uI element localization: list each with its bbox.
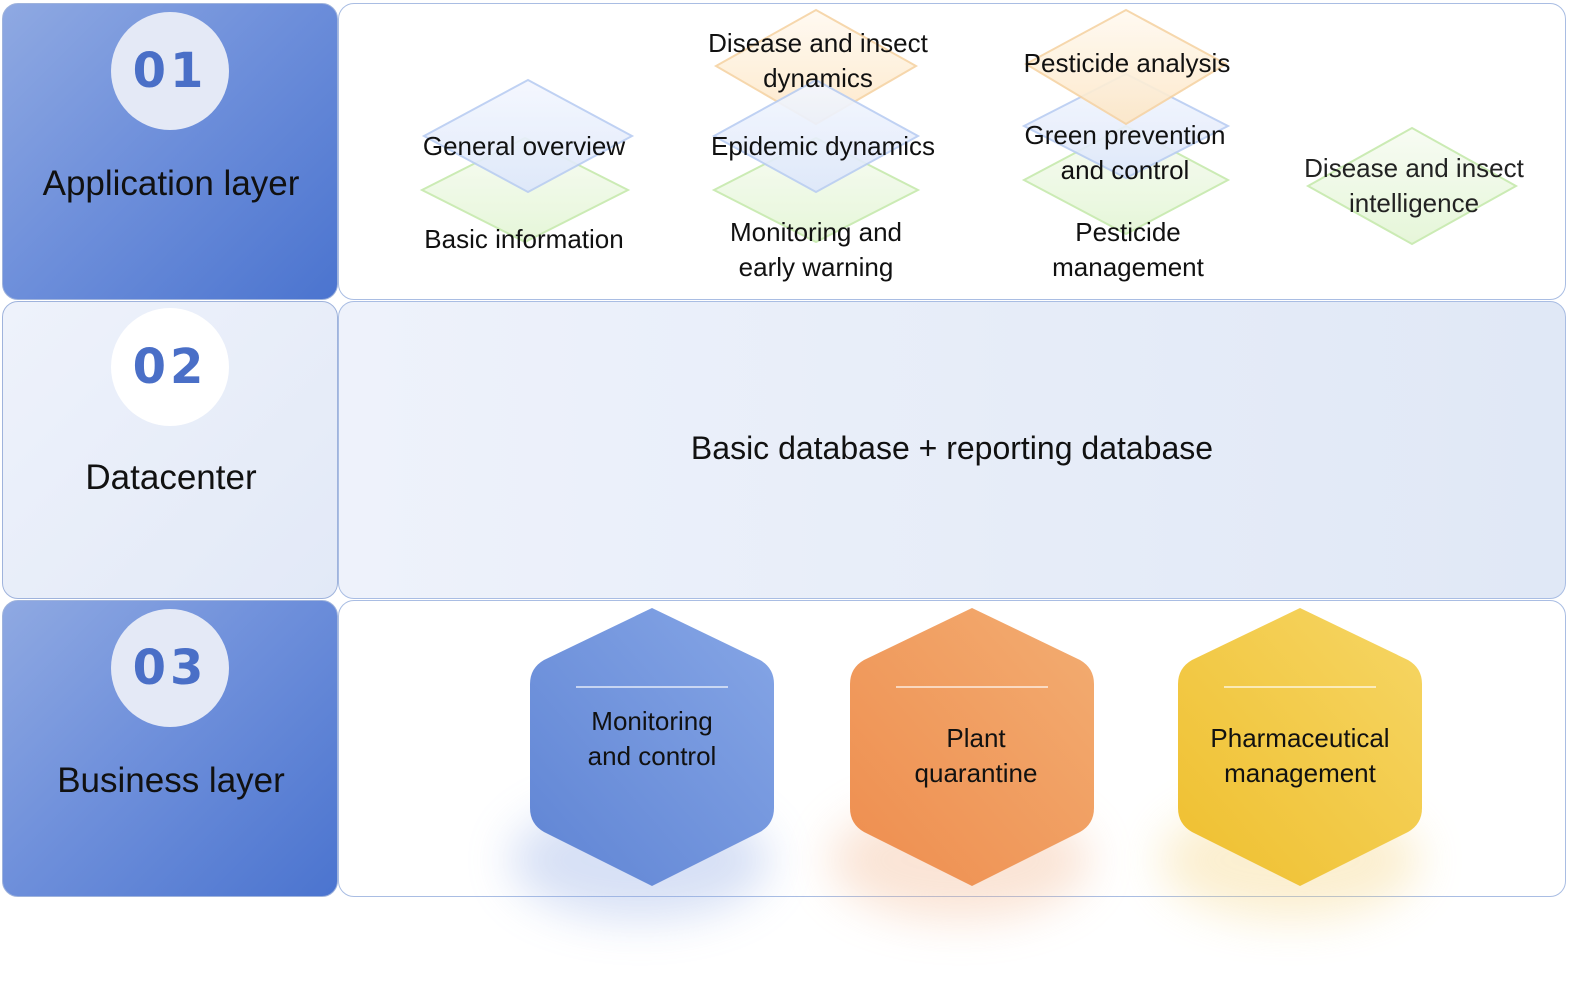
business-layer-label: 03 Business layer xyxy=(2,600,338,897)
item-disease-insect-dynamics: Disease and insect dynamics xyxy=(708,28,928,93)
application-layer-label: 01 Application layer xyxy=(2,3,338,300)
diamond-general-overview xyxy=(421,78,635,194)
database-text: Basic database + reporting database xyxy=(690,430,1214,466)
layer-number-02: 02 xyxy=(111,308,229,426)
hexagon-plant-quarantine xyxy=(850,608,1094,886)
hexagon-monitoring-and-control xyxy=(530,608,774,886)
application-layer-title: Application layer xyxy=(42,164,300,203)
item-basic-information: Basic information xyxy=(424,224,624,254)
item-disease-insect-intelligence: Disease and insect intelligence xyxy=(1304,153,1524,218)
item-general-overview: General overview xyxy=(422,131,626,161)
diamond-green-prevention xyxy=(1021,72,1231,180)
hexagon-label-plant-quarantine: Plant quarantine xyxy=(914,723,1038,788)
hexagon-pharmaceutical-management xyxy=(1178,608,1422,886)
item-epidemic-dynamics: Epidemic dynamics xyxy=(711,131,935,161)
datacenter-layer-title: Datacenter xyxy=(85,458,257,497)
hexagon-label-pharmaceutical-management: Pharmaceutical management xyxy=(1210,723,1390,788)
business-layer-title: Business layer xyxy=(57,761,285,800)
diamond-disease-insect-intelligence xyxy=(1305,126,1519,246)
item-pesticide-management: Pesticide management xyxy=(1052,217,1204,282)
datacenter-layer-label: 02 Datacenter xyxy=(2,301,338,599)
hexagon-label-monitoring-and-control: Monitoring and control xyxy=(587,706,717,771)
item-green-prevention: Green prevention and control xyxy=(1024,120,1226,185)
layer-number-01: 01 xyxy=(111,12,229,130)
item-monitoring-early-warning: Monitoring and early warning xyxy=(730,217,902,282)
datacenter-panel: Basic database + reporting database xyxy=(338,301,1566,599)
diamond-epidemic-dynamics xyxy=(711,78,921,194)
diamond-pesticide-analysis xyxy=(1023,8,1229,126)
item-pesticide-analysis: Pesticide analysis xyxy=(1023,48,1231,78)
layer-number-03: 03 xyxy=(111,609,229,727)
